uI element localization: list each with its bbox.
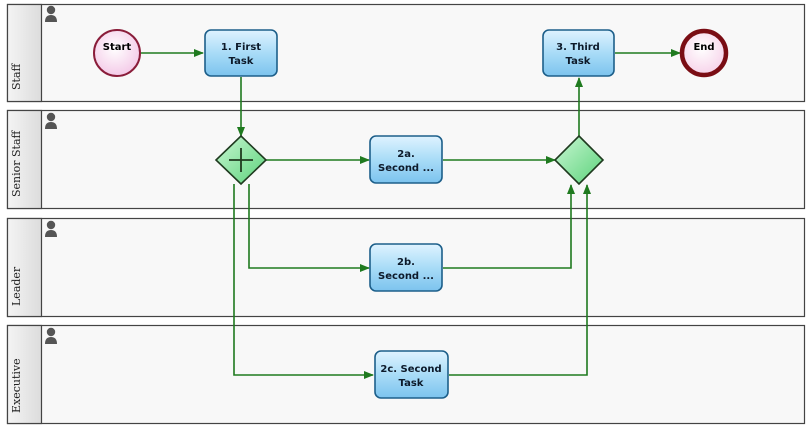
task-label-line1: 2a. [397, 149, 415, 160]
task-label-line2: Second ... [378, 163, 434, 174]
task-label-line2: Second ... [378, 271, 434, 282]
parallel-gateway-split[interactable] [214, 134, 268, 186]
flow-split-to-task2b[interactable] [248, 184, 370, 272]
task-2c-second-task[interactable]: 2c. Second Task [374, 350, 449, 399]
task-label-line1: 1. First [221, 42, 261, 53]
task-label-line1: 3. Third [556, 42, 600, 53]
connectors [141, 49, 681, 379]
lane-label-leader: Leader [10, 266, 23, 306]
task-1-first-task[interactable]: 1. First Task [204, 29, 278, 77]
task-label-line2: Task [399, 378, 424, 389]
flow-split-to-task2c[interactable] [233, 184, 374, 379]
start-event[interactable]: Start [93, 29, 141, 77]
merge-gateway-join[interactable] [553, 134, 605, 186]
flow-task2c-to-join[interactable] [449, 184, 591, 376]
lane-label-staff: Staff [10, 62, 23, 90]
task-label-line1: 2b. [397, 257, 415, 268]
task-2a-second[interactable]: 2a. Second ... [369, 135, 443, 184]
end-event-label: End [693, 42, 714, 53]
task-label-line1: 2c. Second [380, 364, 441, 375]
lane-label-senior-staff: Senior Staff [10, 129, 23, 197]
task-2b-second[interactable]: 2b. Second ... [369, 243, 443, 292]
task-label-line2: Task [566, 56, 591, 67]
lane-leader[interactable]: Leader [6, 217, 806, 318]
task-3-third-task[interactable]: 3. Third Task [542, 29, 615, 77]
start-event-label: Start [103, 42, 132, 53]
flow-task2b-to-join[interactable] [443, 184, 575, 269]
lane-label-executive: Executive [10, 358, 23, 413]
end-event[interactable]: End [679, 28, 729, 78]
task-label-line2: Task [229, 56, 254, 67]
plus-icon [229, 148, 253, 172]
